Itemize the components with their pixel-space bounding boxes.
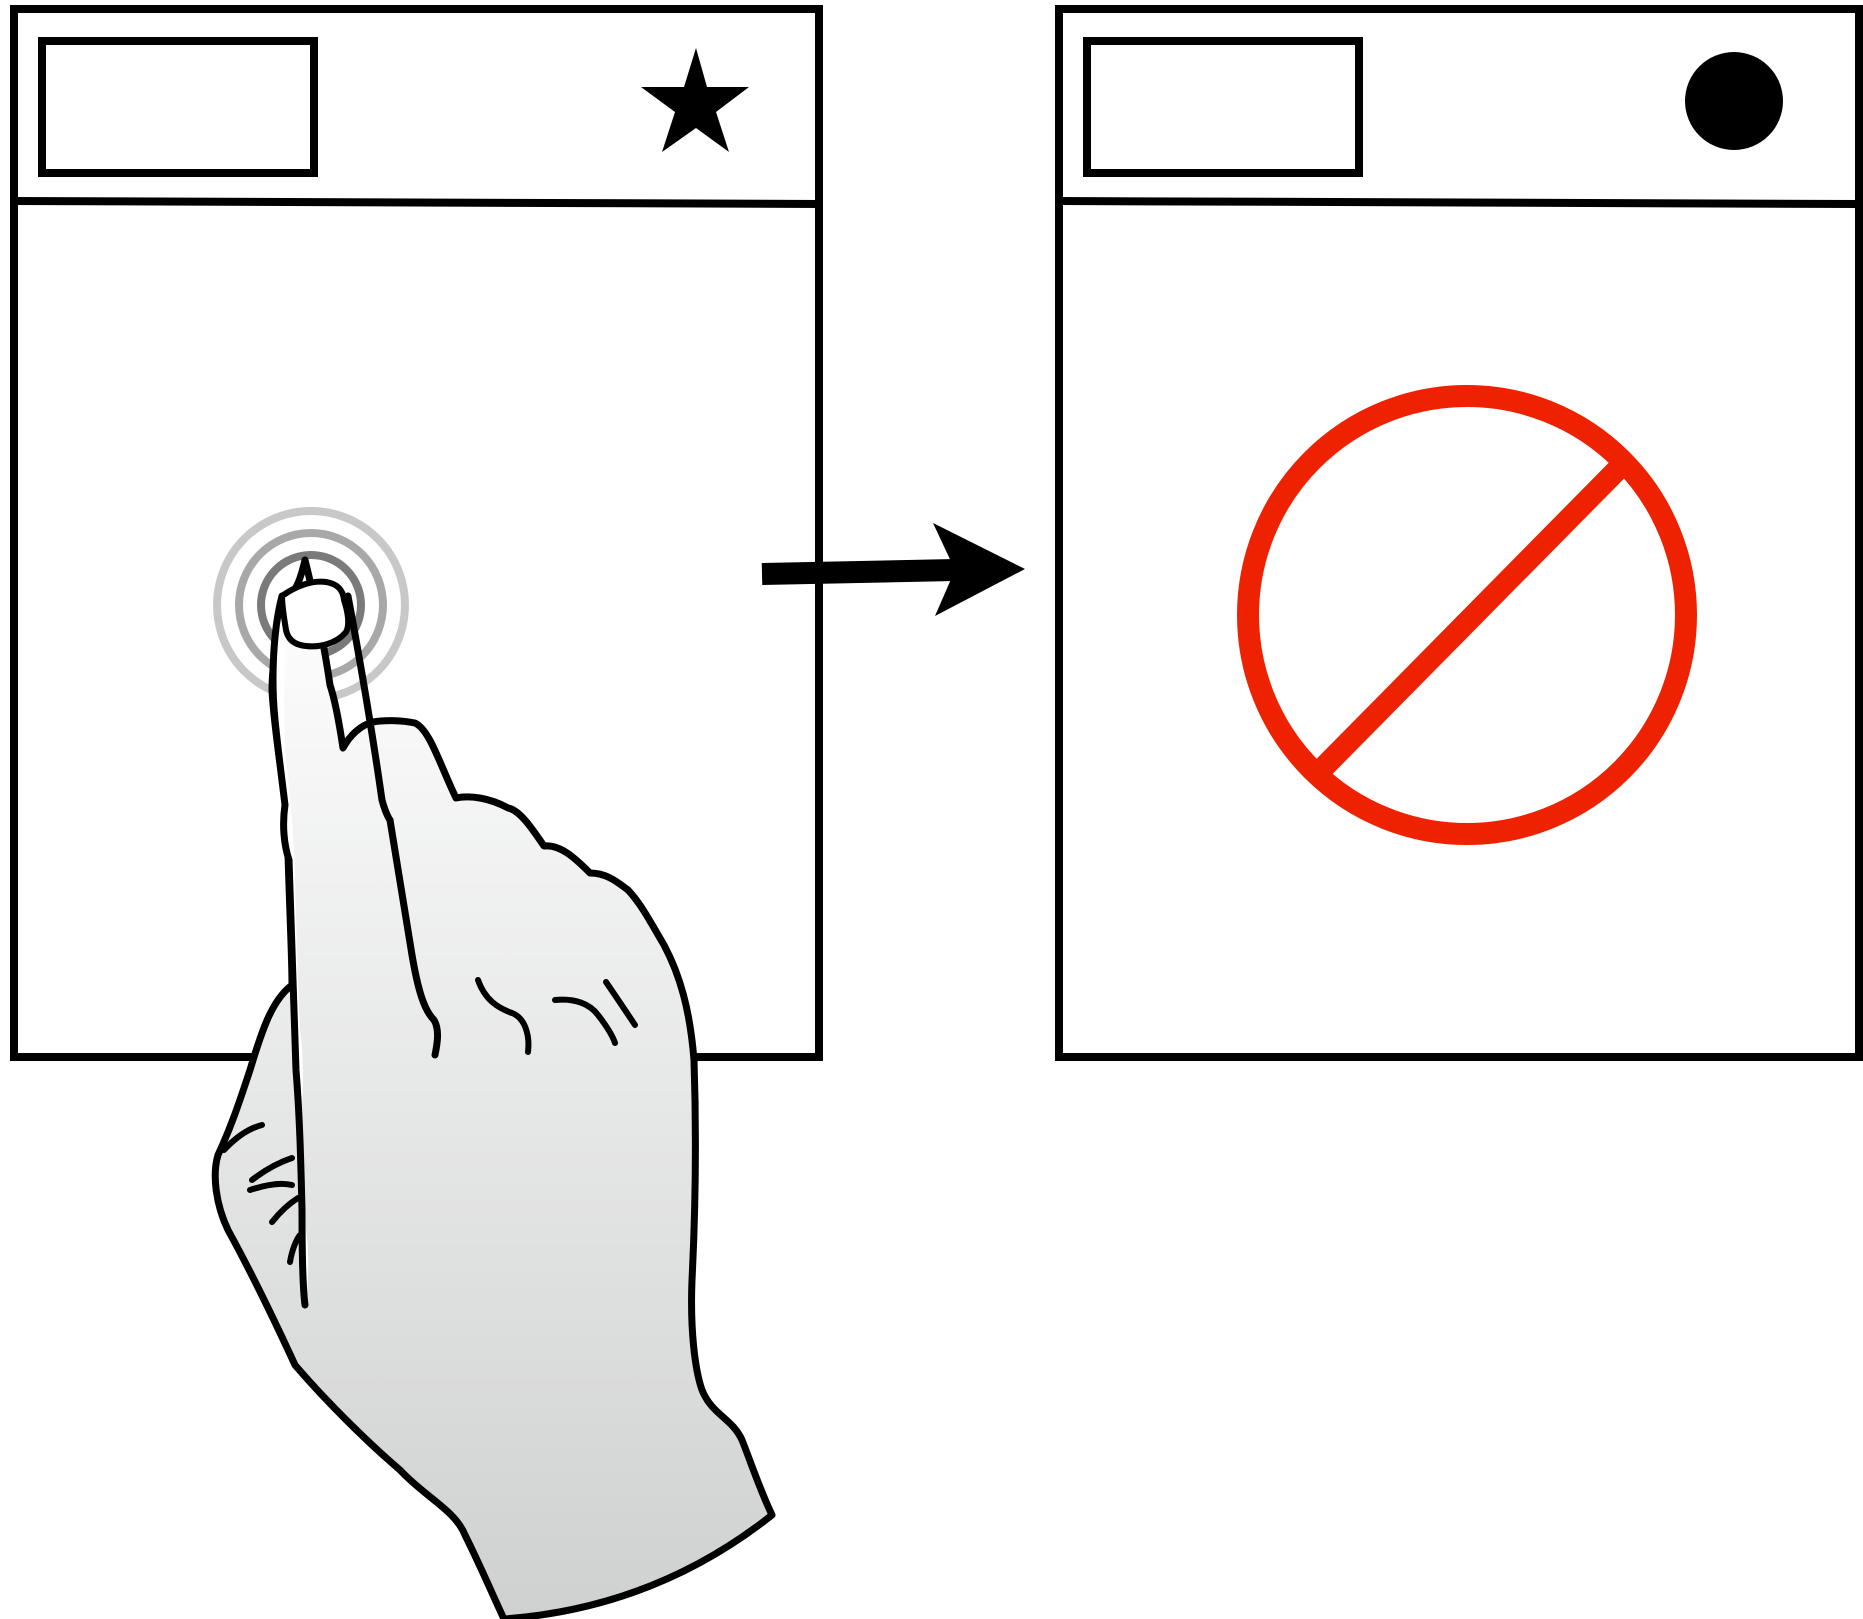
screen-before-header-field — [42, 41, 314, 173]
screen-after — [1059, 9, 1859, 1057]
screen-before-header-divider — [14, 201, 823, 204]
circle-icon — [1685, 52, 1783, 150]
fingernail-icon — [282, 582, 348, 647]
arrow-shaft — [762, 570, 955, 574]
screen-after-header-field — [1087, 41, 1359, 173]
screen-after-header-divider — [1059, 201, 1859, 204]
